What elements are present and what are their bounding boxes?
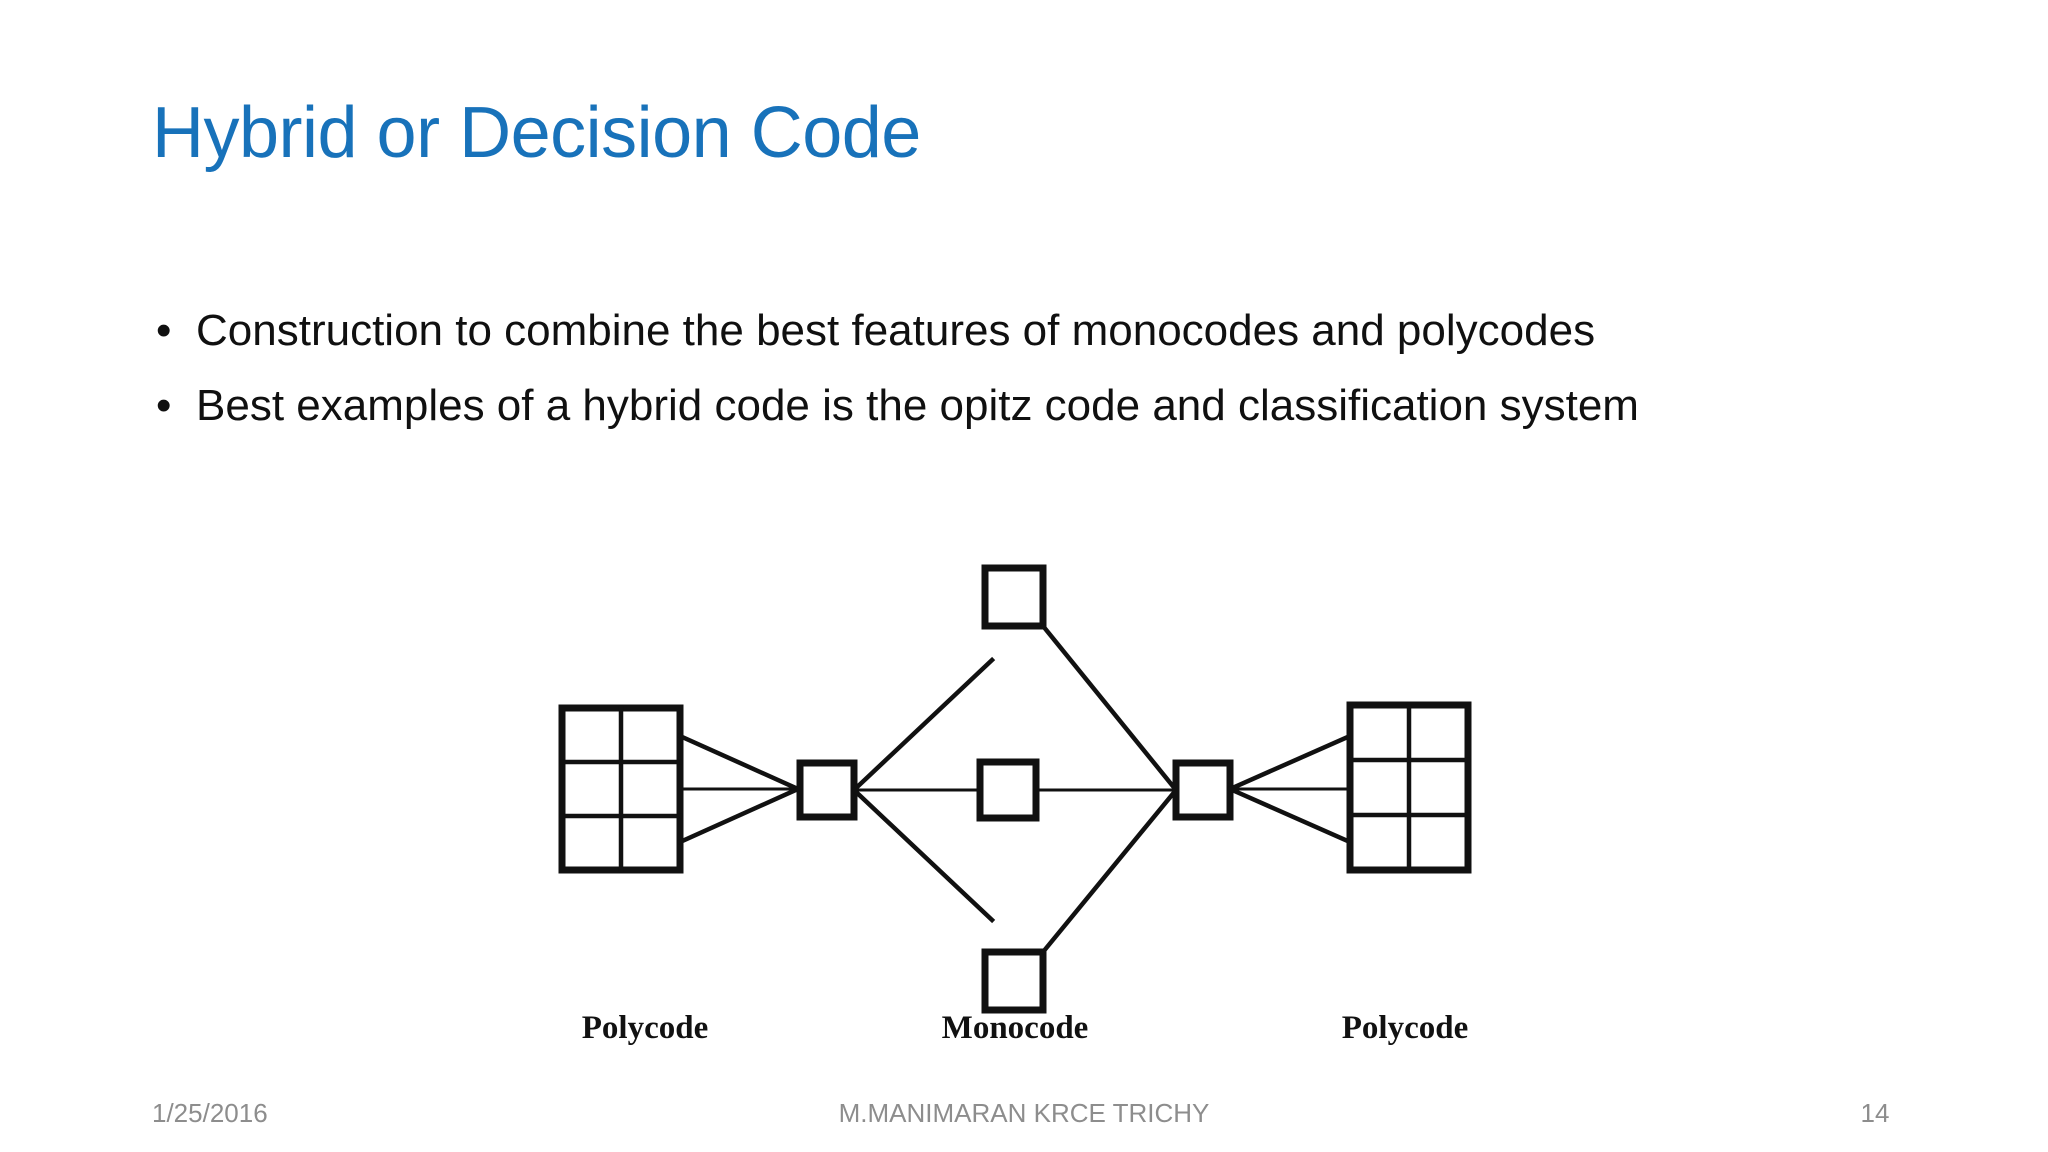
diagram-label-right: Polycode (1341, 1010, 1469, 1046)
bullet-text: Construction to combine the best feature… (196, 306, 1596, 355)
bullet-glyph-icon: • (156, 306, 172, 355)
diagram-label-middle: Monocode (941, 1010, 1089, 1046)
bullet-glyph-icon: • (156, 381, 172, 430)
left-diamond-edges (850, 656, 996, 924)
left-hub-node (796, 759, 858, 821)
footer-date: 1/25/2016 (152, 1098, 268, 1128)
hybrid-code-diagram: Polycode Monocode Polycode (500, 540, 1550, 1070)
bottom-node (981, 948, 1047, 1014)
page-title: Hybrid or Decision Code (152, 93, 921, 173)
center-node (976, 758, 1040, 822)
right-diverging-lines (1227, 733, 1353, 845)
right-polycode-grid (1346, 701, 1472, 874)
right-hub-node (1172, 759, 1234, 821)
diagram-label-left: Polycode (581, 1010, 709, 1046)
bullet-text: Best examples of a hybrid code is the op… (196, 381, 1639, 430)
diagram-svg (558, 564, 1472, 1014)
left-polycode-grid (558, 704, 684, 874)
footer-attribution: M.MANIMARAN KRCE TRICHY (838, 1098, 1210, 1128)
right-diamond-edges (1034, 622, 1180, 956)
left-converging-lines (677, 733, 801, 845)
list-item: • Best examples of a hybrid code is the … (150, 373, 1756, 438)
bullet-list: • Construction to combine the best featu… (150, 298, 1910, 448)
footer-page-number: 14 (1860, 1098, 1890, 1128)
top-node (981, 564, 1047, 630)
list-item: • Construction to combine the best featu… (150, 298, 1676, 363)
